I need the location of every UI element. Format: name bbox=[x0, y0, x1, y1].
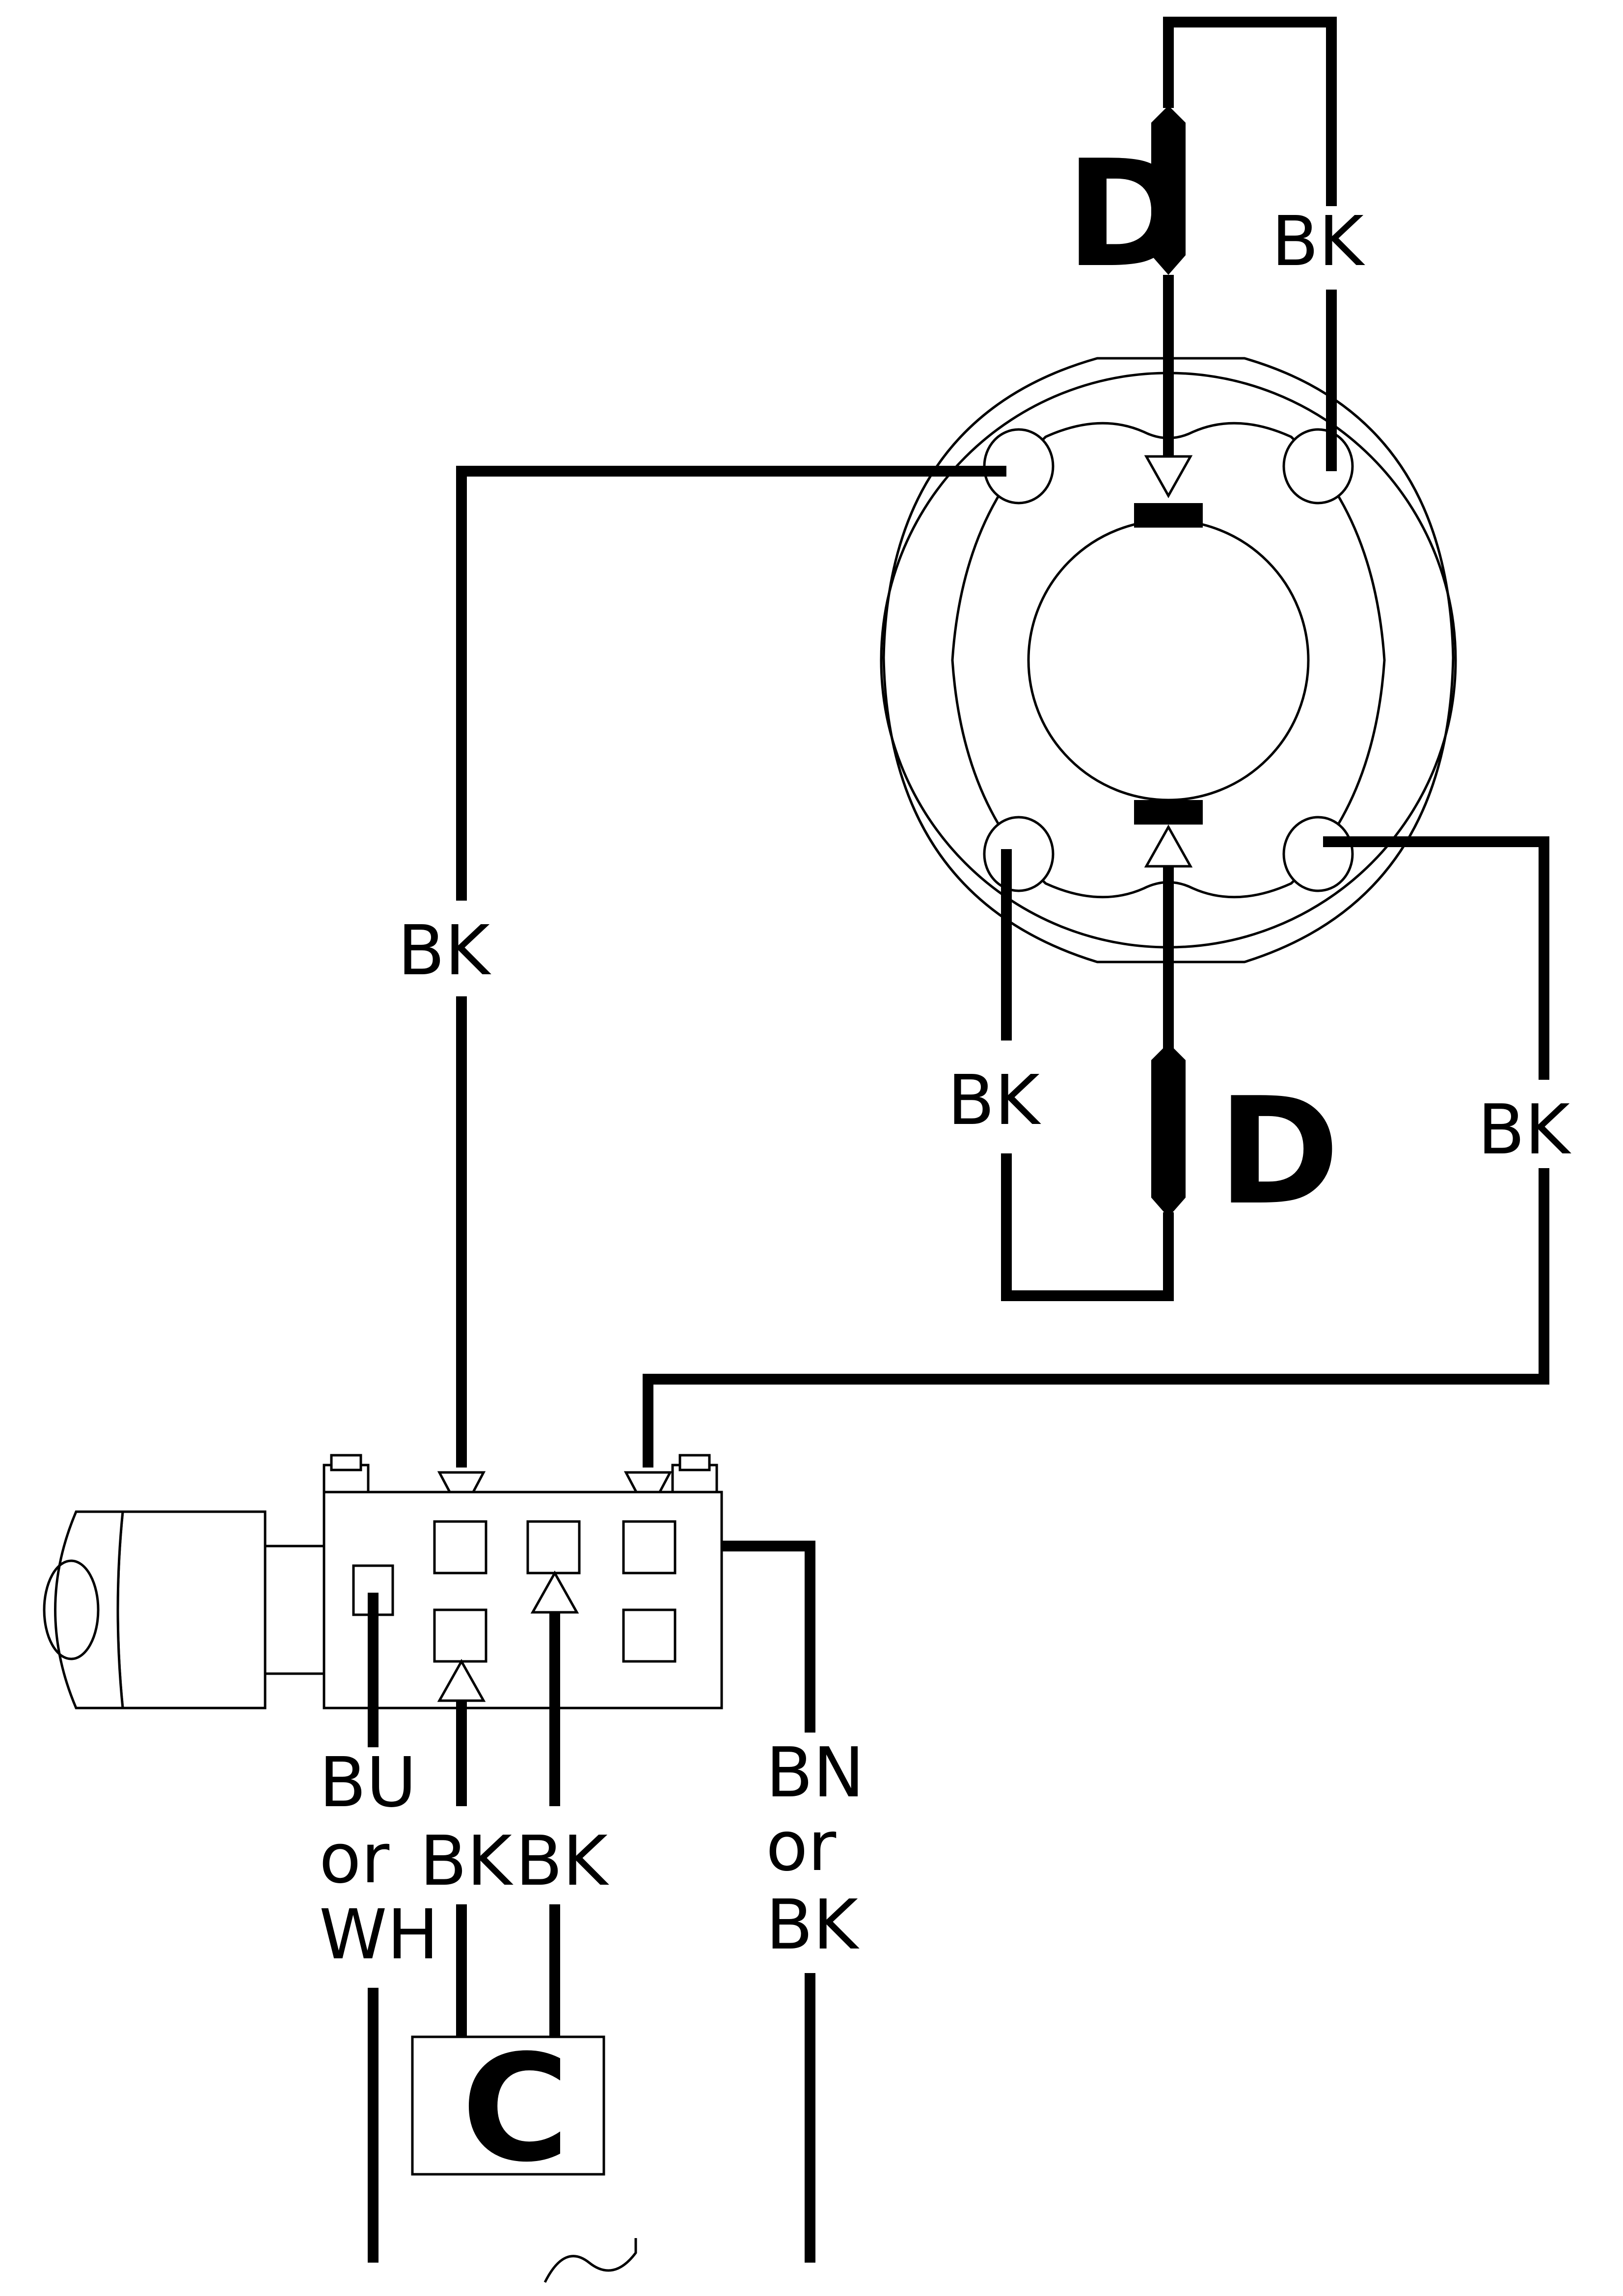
switch-actuator-body bbox=[116, 1510, 267, 1709]
wire-right-lower bbox=[643, 1168, 1549, 1468]
wire-diode-bottom-loop bbox=[1001, 1153, 1174, 1301]
wire-label-cap-right: BK bbox=[515, 1821, 609, 1901]
terminal-lobe-top-right bbox=[1282, 428, 1354, 505]
diode-bottom-symbol bbox=[1151, 1043, 1186, 1217]
wire-label-blue-2: or bbox=[319, 1819, 390, 1899]
switch-terminal-3 bbox=[622, 1520, 676, 1575]
wire-diode-top-loop bbox=[1163, 17, 1337, 206]
wire-label-brown-1: BN bbox=[766, 1733, 865, 1813]
brush-bottom bbox=[1134, 800, 1203, 825]
diode-top-group: D BK bbox=[1065, 17, 1365, 499]
switch-terminal-2 bbox=[526, 1520, 581, 1575]
lower-wires: BU or WH BK BK C BN or BK bbox=[319, 1541, 865, 2283]
wire-brown-upper bbox=[722, 1541, 815, 1733]
switch-assembly bbox=[43, 1454, 723, 1709]
switch-terminal-1 bbox=[433, 1520, 487, 1575]
switch-neck bbox=[264, 1545, 325, 1675]
right-wire-group: BK bbox=[623, 836, 1571, 1517]
wire-label-bottom-left: BK bbox=[947, 1061, 1041, 1141]
motor-housing bbox=[880, 357, 1457, 963]
switch-actuator-hole bbox=[43, 1559, 100, 1660]
stator-outline bbox=[951, 422, 1386, 899]
ac-symbol bbox=[543, 2238, 637, 2283]
terminal-lobe-bottom-left bbox=[983, 816, 1055, 892]
wire-left-upper bbox=[456, 466, 1006, 901]
diode-bottom-label: D bbox=[1217, 1066, 1340, 1237]
switch-actuator-cap bbox=[54, 1510, 124, 1709]
brush-top bbox=[1134, 503, 1203, 528]
switch-screw-left-head bbox=[330, 1454, 362, 1471]
capacitor-label: C bbox=[461, 2023, 569, 2194]
switch-terminal-4 bbox=[433, 1608, 487, 1663]
diode-top-label: D bbox=[1065, 129, 1188, 300]
wire-label-top-right: BK bbox=[1271, 202, 1365, 282]
wire-label-brown-3: BK bbox=[766, 1885, 860, 1965]
wire-label-blue-1: BU bbox=[319, 1743, 417, 1823]
wire-label-blue-3: WH bbox=[319, 1895, 439, 1975]
arrow-top-brush bbox=[1144, 455, 1193, 499]
capacitor-box bbox=[411, 2035, 605, 2176]
wire-right-upper bbox=[1323, 836, 1549, 1080]
wire-label-right: BK bbox=[1478, 1090, 1571, 1170]
left-wire-group: BK bbox=[398, 466, 1006, 1517]
wire-label-left-long: BK bbox=[398, 911, 491, 991]
wire-label-cap-left: BK bbox=[420, 1821, 514, 1901]
terminal-lobe-bottom-right bbox=[1282, 816, 1354, 892]
switch-terminal-5 bbox=[622, 1608, 676, 1663]
wire-label-brown-2: or bbox=[766, 1807, 837, 1887]
diode-bottom-group: D BK bbox=[947, 824, 1340, 1301]
rotor-armature bbox=[1027, 519, 1310, 801]
diode-top-symbol bbox=[1151, 106, 1186, 275]
switch-screw-right-head bbox=[678, 1454, 711, 1471]
